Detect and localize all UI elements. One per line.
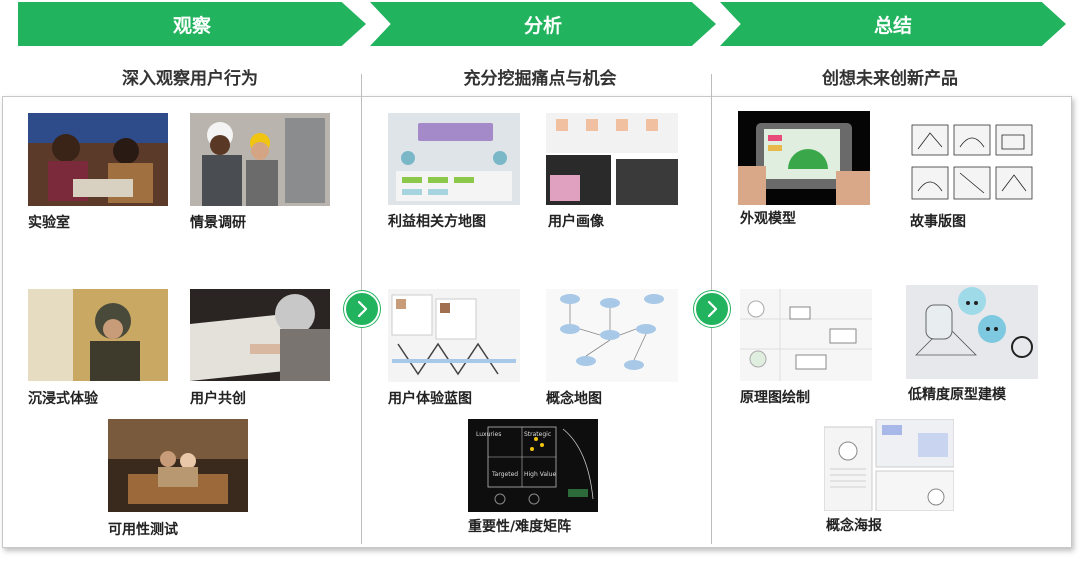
method-label: 故事版图	[910, 214, 966, 230]
stakeholder-map-image	[388, 113, 520, 205]
method-label: 实验室	[28, 215, 70, 231]
method-label: 用户共创	[190, 391, 246, 407]
storyboard-image	[906, 111, 1038, 205]
method-label: 低精度原型建模	[908, 387, 1006, 403]
lofi-prototype-image	[906, 285, 1038, 379]
phase-summarize-header: 总结	[720, 2, 1066, 46]
lab-photo	[28, 113, 168, 206]
matrix-label-targeted: Targeted	[492, 471, 519, 478]
journey-blueprint-image	[388, 289, 520, 382]
method-label: 情景调研	[190, 215, 246, 231]
method-label: 用户画像	[548, 214, 604, 230]
contextual-inquiry-photo	[190, 113, 330, 206]
phase-observe-header: 观察	[18, 2, 366, 46]
method-label: 外观模型	[740, 211, 796, 227]
matrix-label-strategic: Strategic	[524, 431, 552, 438]
next-arrow-icon	[694, 291, 730, 327]
phase-analyze-header: 分析	[370, 2, 716, 46]
method-label: 用户体验蓝图	[388, 391, 472, 407]
phase-summarize-subtitle: 创想未来创新产品	[822, 69, 958, 89]
phase-analyze-subtitle: 充分挖掘痛点与机会	[463, 69, 617, 89]
phase-summarize-title: 总结	[873, 14, 912, 37]
immersion-photo	[28, 289, 168, 381]
concept-map-image	[546, 289, 678, 382]
persona-image	[546, 113, 678, 205]
concept-poster-image	[824, 419, 954, 511]
usability-test-photo	[108, 419, 248, 512]
method-label: 利益相关方地图	[388, 214, 486, 230]
co-creation-photo	[190, 289, 330, 381]
phase-observe-title: 观察	[172, 14, 211, 37]
priority-matrix-image: Luxuries Strategic Targeted High Value	[468, 419, 598, 512]
phase-analyze-title: 分析	[523, 14, 562, 37]
method-label: 概念海报	[826, 518, 882, 534]
matrix-label-high-value: High Value	[524, 471, 557, 478]
method-label: 原理图绘制	[740, 390, 810, 406]
matrix-label-luxuries: Luxuries	[476, 431, 502, 438]
appearance-model-image	[738, 111, 870, 205]
method-label: 沉浸式体验	[28, 391, 98, 407]
method-label: 重要性/难度矩阵	[468, 519, 572, 535]
method-label: 概念地图	[546, 391, 602, 407]
next-arrow-icon	[344, 291, 380, 327]
phase-observe-subtitle: 深入观察用户行为	[122, 69, 258, 89]
schematic-drawing-image	[740, 289, 872, 381]
method-label: 可用性测试	[108, 522, 178, 538]
